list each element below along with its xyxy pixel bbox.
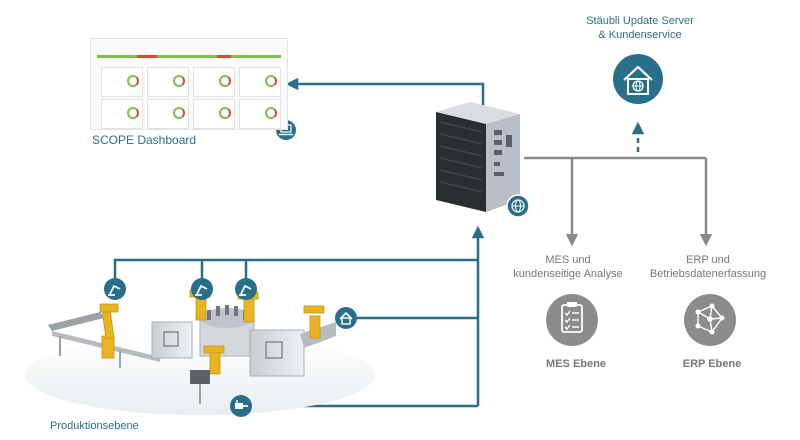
scope-dashboard-screenshot [90, 38, 288, 130]
dashboard-card [193, 67, 235, 97]
dashboard-card [193, 99, 235, 129]
house-icon [335, 307, 357, 329]
house-globe-icon [613, 54, 663, 104]
dashboard-card [147, 99, 189, 129]
dashboard-card [239, 67, 281, 97]
machine-box-left [151, 321, 193, 359]
line-production-to-pc [113, 258, 478, 285]
dashboard-card [101, 67, 143, 97]
globe-icon [506, 194, 530, 218]
mes-level-label: MES Ebene [546, 358, 606, 370]
production-line [25, 289, 375, 415]
erp-level-label: ERP Ebene [682, 358, 742, 370]
dashboard-card [239, 99, 281, 129]
machine-box-right [249, 329, 305, 377]
server-label: Stäubli Update Server & Kundenservice [586, 15, 694, 41]
dashboard-card [101, 99, 143, 129]
dashboard-status-bar [97, 55, 281, 58]
industrial-pc [436, 102, 520, 212]
robot-arm-icon [191, 278, 213, 300]
production-level-label: Produktionsebene [50, 420, 139, 432]
robot-arm-icon [235, 278, 257, 300]
robot-arm-icon [104, 278, 126, 300]
line-pc-to-dashboard [285, 77, 485, 108]
mes-analysis-label: MES und kundenseitige Analyse [513, 254, 623, 280]
network-nodes-icon [684, 294, 736, 346]
scope-dashboard-label: SCOPE Dashboard [92, 133, 197, 147]
robot-arm [99, 289, 325, 375]
clipboard-checklist-icon [546, 294, 598, 346]
erp-analysis-label: ERP und Betriebsdatenerfassung [649, 254, 767, 280]
dashboard-card [147, 67, 189, 97]
connector-icon [230, 395, 252, 417]
